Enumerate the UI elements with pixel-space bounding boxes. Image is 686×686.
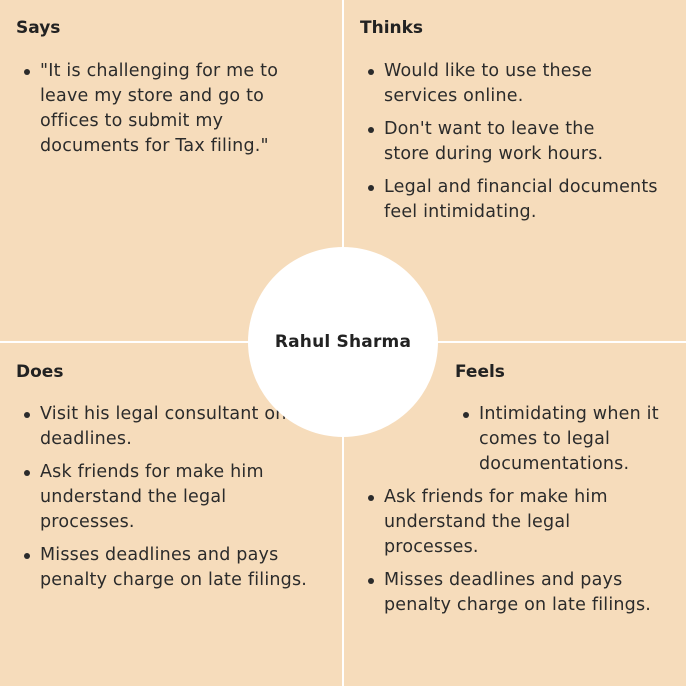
feels-item-text: Ask friends for make him understand the … — [384, 487, 608, 557]
says-list: "It is challenging for me to leave my st… — [16, 59, 326, 159]
thinks-list: Would like to use these services online.… — [360, 59, 680, 225]
list-item: Visit his legal consultant on deadlines. — [16, 402, 326, 452]
list-item: Would like to use these services online. — [360, 59, 680, 109]
does-item-text: Visit his legal consultant on deadlines. — [40, 404, 287, 449]
bullet-icon — [24, 553, 30, 559]
persona-name: Rahul Sharma — [274, 332, 412, 352]
feels-list: Intimidating when it comes to legal docu… — [360, 402, 680, 618]
bullet-icon — [24, 412, 30, 418]
bullet-icon — [368, 185, 374, 191]
does-item-text: Misses deadlines and pays penalty charge… — [40, 545, 308, 590]
list-item: Legal and financial documents feel intim… — [360, 175, 680, 225]
bullet-icon — [463, 412, 469, 418]
feels-quadrant: Feels Intimidating when it comes to lega… — [360, 361, 680, 626]
thinks-item-text: Would like to use these services online. — [384, 61, 593, 106]
thinks-title: Thinks — [360, 18, 424, 38]
bullet-icon — [368, 495, 374, 501]
says-item-text: "It is challenging for me to leave my st… — [40, 61, 279, 156]
does-item-text: Ask friends for make him understand the … — [40, 462, 264, 532]
bullet-icon — [24, 69, 30, 75]
list-item: Misses deadlines and pays penalty charge… — [16, 543, 326, 593]
bullet-icon — [368, 127, 374, 133]
does-title: Does — [16, 362, 64, 382]
feels-title: Feels — [455, 362, 505, 382]
bullet-icon — [368, 578, 374, 584]
does-list: Visit his legal consultant on deadlines.… — [16, 402, 326, 593]
feels-item-text: Misses deadlines and pays penalty charge… — [384, 570, 652, 615]
persona-circle: Rahul Sharma — [248, 247, 438, 437]
list-item: Ask friends for make him understand the … — [360, 485, 680, 560]
says-title: Says — [16, 18, 61, 38]
does-quadrant: Does Visit his legal consultant on deadl… — [16, 361, 326, 601]
thinks-item-text: Legal and financial documents feel intim… — [384, 177, 658, 222]
thinks-item-text: Don't want to leave the store during wor… — [384, 119, 604, 164]
list-item: Intimidating when it comes to legal docu… — [455, 402, 680, 477]
feels-item-text: Intimidating when it comes to legal docu… — [479, 404, 659, 474]
list-item: Ask friends for make him understand the … — [16, 460, 326, 535]
list-item: Misses deadlines and pays penalty charge… — [360, 568, 680, 618]
list-item: "It is challenging for me to leave my st… — [16, 59, 326, 159]
says-quadrant: Says "It is challenging for me to leave … — [16, 17, 326, 167]
bullet-icon — [24, 470, 30, 476]
bullet-icon — [368, 69, 374, 75]
list-item: Don't want to leave the store during wor… — [360, 117, 680, 167]
thinks-quadrant: Thinks Would like to use these services … — [360, 17, 680, 233]
